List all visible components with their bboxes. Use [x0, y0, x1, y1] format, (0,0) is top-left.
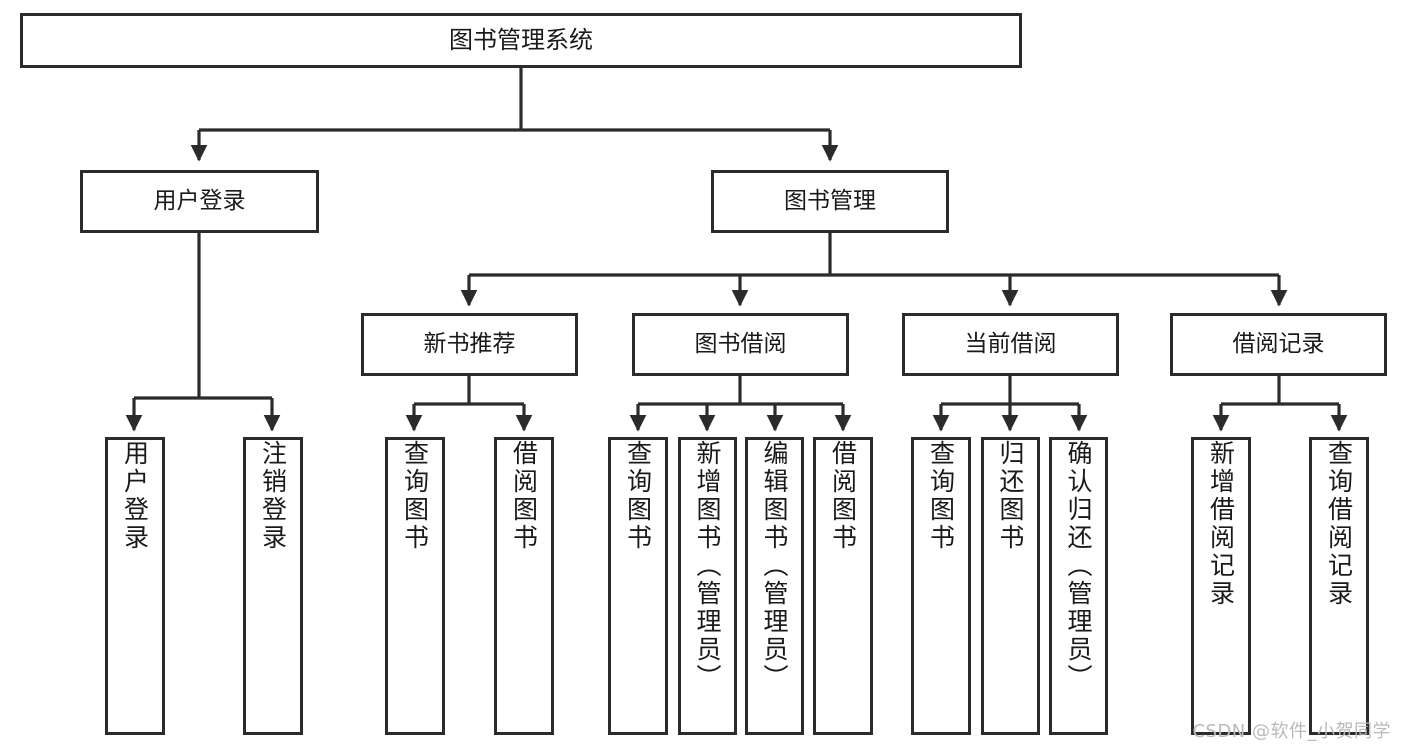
- node-label: 当前借阅: [964, 331, 1057, 358]
- node-book-borrow[interactable]: 图书借阅: [632, 313, 849, 376]
- node-label: 用户登录: [120, 440, 150, 552]
- node-label: 借阅图书: [509, 440, 539, 552]
- leaf-borrow-record-add[interactable]: 新增借阅记录: [1191, 437, 1251, 735]
- node-label: 用户登录: [153, 188, 246, 215]
- node-label: 借阅图书: [828, 440, 858, 552]
- leaf-book-borrow-edit[interactable]: 编辑图书（管理员）: [745, 437, 804, 735]
- leaf-current-borrow-query[interactable]: 查询图书: [911, 437, 971, 735]
- node-current-borrow[interactable]: 当前借阅: [902, 313, 1119, 376]
- node-label: 查询图书: [926, 440, 956, 552]
- leaf-book-borrow-borrow[interactable]: 借阅图书: [813, 437, 873, 735]
- leaf-user-login-logout[interactable]: 注销登录: [243, 437, 303, 735]
- node-label: 查询借阅记录: [1324, 440, 1354, 608]
- node-label: 归还图书: [996, 440, 1025, 552]
- node-label: 图书管理系统: [449, 25, 593, 54]
- node-label: 确认归还（管理员）: [1064, 440, 1093, 692]
- leaf-new-book-query[interactable]: 查询图书: [385, 437, 445, 735]
- node-label: 查询图书: [400, 440, 430, 552]
- node-label: 借阅记录: [1232, 331, 1325, 358]
- node-label: 新书推荐: [423, 331, 516, 358]
- node-root-book-management-system[interactable]: 图书管理系统: [20, 13, 1022, 68]
- node-new-book-recommend[interactable]: 新书推荐: [361, 313, 578, 376]
- node-label: 编辑图书（管理员）: [760, 440, 789, 692]
- node-book-management[interactable]: 图书管理: [711, 170, 949, 233]
- leaf-book-borrow-add[interactable]: 新增图书（管理员）: [678, 437, 737, 735]
- node-user-login[interactable]: 用户登录: [80, 170, 319, 233]
- node-label: 图书借阅: [694, 331, 787, 358]
- node-label: 新增借阅记录: [1206, 440, 1236, 608]
- leaf-book-borrow-query[interactable]: 查询图书: [608, 437, 668, 735]
- leaf-current-borrow-return[interactable]: 归还图书: [981, 437, 1040, 735]
- leaf-user-login-login[interactable]: 用户登录: [105, 437, 165, 735]
- leaf-new-book-borrow[interactable]: 借阅图书: [494, 437, 554, 735]
- node-label: 注销登录: [258, 440, 288, 552]
- leaf-current-borrow-confirm-return[interactable]: 确认归还（管理员）: [1049, 437, 1108, 735]
- node-label: 图书管理: [784, 188, 876, 215]
- node-label: 查询图书: [623, 440, 653, 552]
- leaf-borrow-record-query[interactable]: 查询借阅记录: [1309, 437, 1369, 735]
- node-label: 新增图书（管理员）: [693, 440, 722, 692]
- node-borrow-record[interactable]: 借阅记录: [1170, 313, 1387, 376]
